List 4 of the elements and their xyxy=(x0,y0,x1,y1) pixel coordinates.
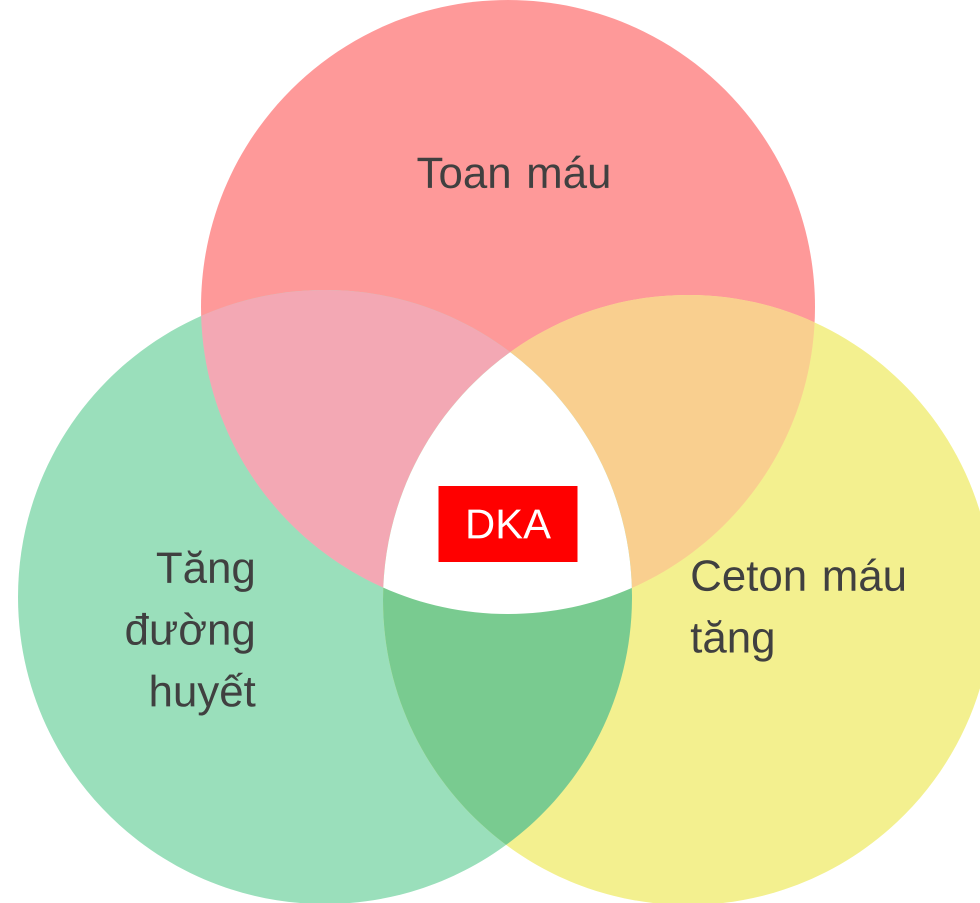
label-box: DKA xyxy=(438,486,578,562)
circle-label: Toan máu xyxy=(418,156,609,188)
circle-label: Ceton máu tăng xyxy=(690,558,904,662)
circle-label: Tăng đường huyết xyxy=(126,550,256,716)
